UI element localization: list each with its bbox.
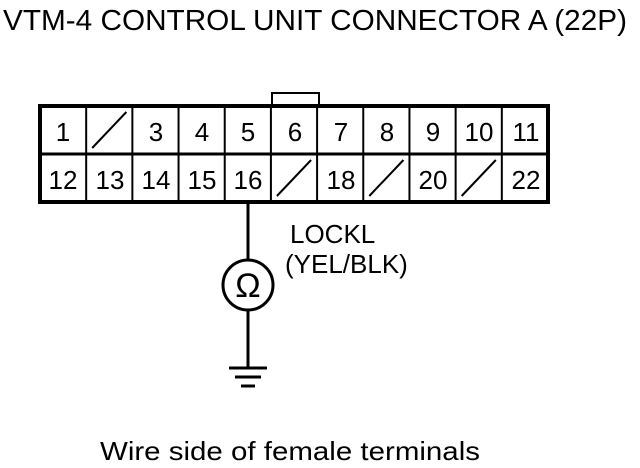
wire-color-label: (YEL/BLK) bbox=[285, 249, 408, 279]
diagram-title: VTM-4 CONTROL UNIT CONNECTOR A (22P) bbox=[3, 5, 627, 37]
terminal-label: 6 bbox=[288, 117, 302, 147]
terminal-label: 8 bbox=[380, 117, 394, 147]
terminal-label: 3 bbox=[149, 117, 163, 147]
terminal-label: 11 bbox=[513, 117, 540, 147]
wire-signal-label: LOCKL bbox=[290, 219, 375, 249]
connector-body bbox=[38, 104, 550, 204]
terminal-label: 22 bbox=[512, 165, 541, 195]
terminal-label: 9 bbox=[426, 117, 440, 147]
terminal-label: 13 bbox=[96, 165, 125, 195]
ground-icon bbox=[229, 366, 267, 388]
connector-row-2: 12 13 14 15 16 18 20 22 bbox=[49, 165, 541, 195]
diagram-caption: Wire side of female terminals bbox=[100, 436, 480, 466]
cell-separators bbox=[85, 106, 503, 202]
terminal-label: 15 bbox=[188, 165, 217, 195]
terminal-label: 5 bbox=[241, 117, 255, 147]
terminal-label: 18 bbox=[327, 165, 356, 195]
terminal-label: 7 bbox=[334, 117, 348, 147]
ohm-symbol: Ω bbox=[235, 267, 260, 305]
terminal-label: 4 bbox=[195, 117, 209, 147]
terminal-label: 1 bbox=[56, 117, 70, 147]
empty-cavity-slash bbox=[368, 159, 405, 197]
terminal-label: 10 bbox=[465, 117, 494, 147]
terminal-label: 12 bbox=[49, 165, 78, 195]
terminal-label: 20 bbox=[419, 165, 448, 195]
empty-cavity-slash bbox=[91, 111, 128, 149]
connector-row-1: 1 3 4 5 6 7 8 9 10 11 bbox=[56, 117, 540, 147]
empty-cavity-slash bbox=[276, 159, 312, 197]
terminal-label: 16 bbox=[234, 165, 263, 195]
terminal-label: 14 bbox=[142, 165, 171, 195]
empty-cavity-slash bbox=[460, 159, 497, 197]
